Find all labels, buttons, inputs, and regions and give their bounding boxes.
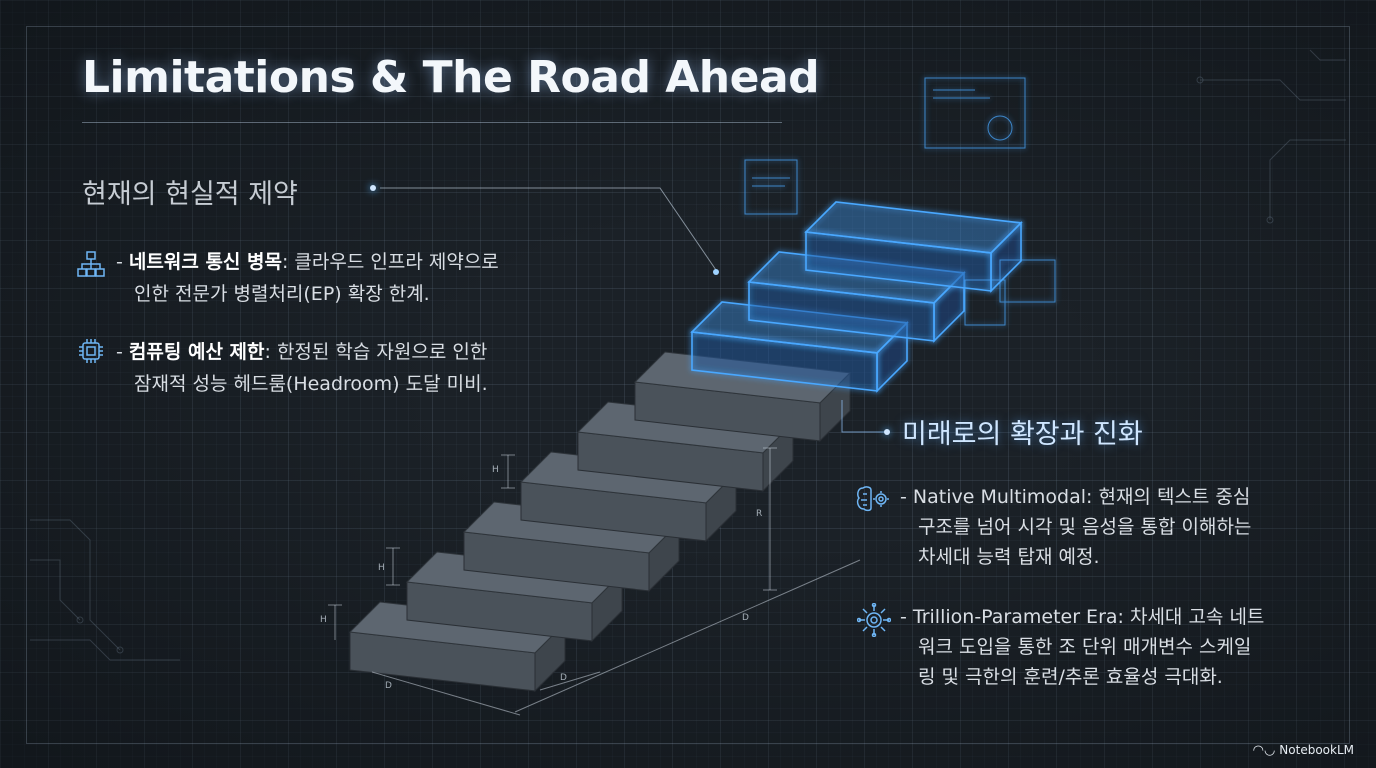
dimension-label: H (320, 615, 327, 625)
bullet: - (900, 606, 913, 628)
item-text-line1: Native Multimodal: 현재의 텍스트 중심 (912, 486, 1251, 508)
item-title: 컴퓨팅 예산 제한 (128, 341, 265, 363)
connector-line-future (841, 400, 884, 433)
blueprint-frame (26, 26, 1350, 744)
bullet: - (900, 486, 913, 508)
future-expansion-heading: 미래로의 확장과 진화 (902, 419, 1143, 450)
item-text-line3: 링 및 극한의 훈련/추론 효율성 극대화. (918, 666, 1223, 688)
page-title: Limitations & The Road Ahead (82, 52, 820, 103)
glowing-step-top (804, 201, 1023, 254)
heading-dot (370, 185, 376, 191)
item-text-line1: : 한정된 학습 자원으로 인한 (264, 341, 488, 363)
current-constraints-heading: 현재의 현실적 제약 (82, 179, 298, 210)
item-text-line1: Trillion-Parameter Era: 차세대 고속 네트 (912, 606, 1265, 628)
dimension-label: R (756, 509, 762, 519)
connector-line-current (380, 187, 717, 271)
dimension-label: H (378, 563, 385, 573)
item-text-line3: 차세대 능력 탑재 예정. (918, 546, 1100, 568)
dimension-label: D (742, 613, 749, 623)
notebooklm-logo-icon: ◠◡ (1252, 743, 1276, 758)
bullet: - (116, 341, 129, 363)
item-text-line2: 인한 전문가 병렬처리(EP) 확장 한계. (134, 283, 430, 305)
dimension-label: D (385, 681, 392, 691)
item-text-line1: : 클라우드 인프라 제약으로 (281, 251, 499, 273)
brain-gear-icon (856, 486, 889, 512)
future-item-multimodal: - Native Multimodal: 현재의 텍스트 중심 구조를 넘어 시… (900, 482, 1340, 572)
constraint-item-compute: - 컴퓨팅 예산 제한: 한정된 학습 자원으로 인한 잠재적 성능 헤드룸(H… (116, 336, 586, 400)
item-text-line2: 잠재적 성능 헤드룸(Headroom) 도달 미비. (134, 373, 488, 395)
neural-chip-icon (857, 603, 891, 637)
dimension-label: H (492, 465, 499, 475)
future-item-trillion: - Trillion-Parameter Era: 차세대 고속 네트 워크 도… (900, 602, 1340, 692)
brand-label: NotebookLM (1279, 743, 1354, 757)
item-title: 네트워크 통신 병목 (128, 251, 282, 273)
dimension-label: D (560, 673, 567, 683)
item-text-line2: 워크 도입을 통한 조 단위 매개변수 스케일 (918, 636, 1252, 658)
heading-dot (884, 429, 890, 435)
item-text-line2: 구조를 넘어 시각 및 음성을 통합 이해하는 (918, 516, 1252, 538)
constraint-item-network: - 네트워크 통신 병목: 클라우드 인프라 제약으로 인한 전문가 병렬처리(… (116, 246, 586, 310)
notebooklm-brand: ◠◡NotebookLM (1253, 743, 1354, 758)
network-hierarchy-icon (77, 251, 105, 277)
chip-icon (79, 339, 103, 363)
bullet: - (116, 251, 129, 273)
title-underline (82, 122, 782, 123)
